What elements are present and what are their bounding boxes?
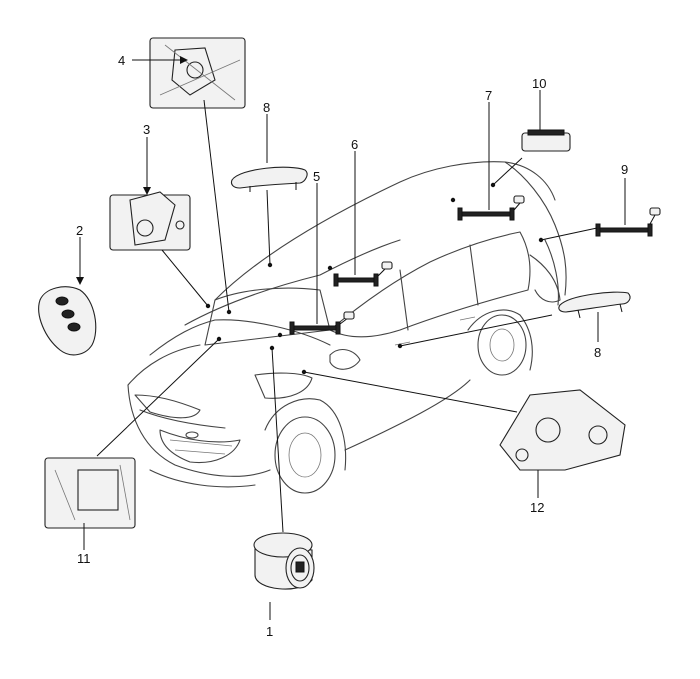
callout-4: 4 xyxy=(118,53,125,68)
upper-bracket-module-part xyxy=(149,37,246,109)
callout-8-front: 8 xyxy=(263,100,270,115)
callout-10: 10 xyxy=(532,76,546,91)
callout-12: 12 xyxy=(530,500,544,515)
antenna-6-part xyxy=(333,261,393,287)
smart-key-unit-part xyxy=(44,457,136,529)
antenna-5-part xyxy=(289,311,355,335)
smart-key-fob-part xyxy=(38,286,97,356)
callout-1: 1 xyxy=(266,624,273,639)
callout-7: 7 xyxy=(485,88,492,103)
steering-lock-module-part xyxy=(109,191,191,251)
callout-11: 11 xyxy=(77,551,91,566)
callout-6: 6 xyxy=(351,137,358,152)
callout-3: 3 xyxy=(143,122,150,137)
callout-8-rear: 8 xyxy=(594,345,601,360)
callout-labels: 1 2 3 4 5 6 7 8 8 9 10 11 12 xyxy=(76,53,628,639)
start-stop-button-part xyxy=(253,532,315,590)
steering-column-lock-part xyxy=(499,389,626,471)
rear-module-10-part xyxy=(521,129,571,152)
callout-9: 9 xyxy=(621,162,628,177)
vehicle-outline xyxy=(127,161,567,494)
callout-2: 2 xyxy=(76,223,83,238)
antenna-9-part xyxy=(595,207,661,237)
leader-lines xyxy=(76,56,626,620)
mounting-point-dots xyxy=(205,182,544,375)
door-handle-rear-part xyxy=(558,291,631,319)
door-handle-front-part xyxy=(230,166,308,192)
callout-5: 5 xyxy=(313,169,320,184)
antenna-7-part xyxy=(457,195,525,221)
